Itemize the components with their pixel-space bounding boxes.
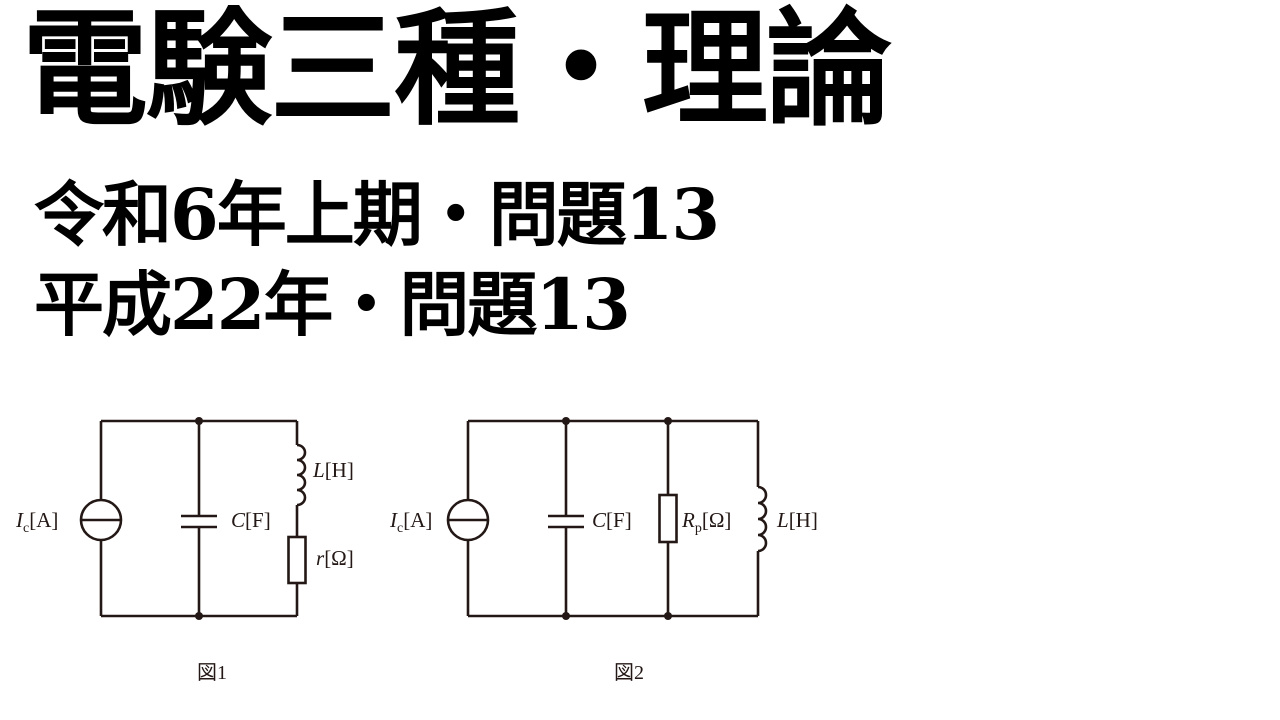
figure-2-node-bottom-1 xyxy=(562,612,570,620)
figure-2: Ic[A] C[F] Rp[Ω] L[H] 図2 xyxy=(389,417,818,684)
figure-2-capacitor-label: C[F] xyxy=(592,508,632,532)
figure-1-node-top xyxy=(195,417,203,425)
figure-1-caption: 図1 xyxy=(197,662,227,684)
figure-1-capacitor-icon xyxy=(181,514,217,529)
figure-2-node-top-1 xyxy=(562,417,570,425)
figure-1-capacitor-label: C[F] xyxy=(231,508,271,532)
figure-2-inductor-icon xyxy=(757,485,768,553)
main-title: 電験三種・理論 xyxy=(22,0,892,143)
figure-2-node-top-2 xyxy=(664,417,672,425)
figure-1-inductor-icon xyxy=(296,443,307,507)
figure-1-source-label: Ic[A] xyxy=(15,508,58,536)
figure-2-current-source-icon xyxy=(446,498,490,542)
figure-2-node-bottom-2 xyxy=(664,612,672,620)
figure-2-capacitor-icon xyxy=(548,514,584,529)
figure-2-inductor-label: L[H] xyxy=(776,508,818,532)
figure-1: Ic[A] C[F] L[H] r[Ω] 図1 xyxy=(15,417,354,684)
figure-1-node-bottom xyxy=(195,612,203,620)
figure-1-resistor-icon xyxy=(287,535,307,585)
figure-1-inductor-label: L[H] xyxy=(312,458,354,482)
figure-1-wires xyxy=(99,419,299,618)
figure-1-resistor-label: r[Ω] xyxy=(316,546,354,570)
figure-2-caption: 図2 xyxy=(614,662,644,684)
subtitle-heisei: 平成22年・問題13 xyxy=(34,263,631,346)
figure-2-source-label: Ic[A] xyxy=(389,508,432,536)
figure-2-resistor-icon xyxy=(658,493,678,544)
figure-1-current-source-icon xyxy=(79,498,123,542)
figure-2-resistor-label: Rp[Ω] xyxy=(681,508,731,536)
figure-2-wires xyxy=(466,419,760,618)
subtitle-reiwa: 令和6年上期・問題13 xyxy=(34,173,720,256)
